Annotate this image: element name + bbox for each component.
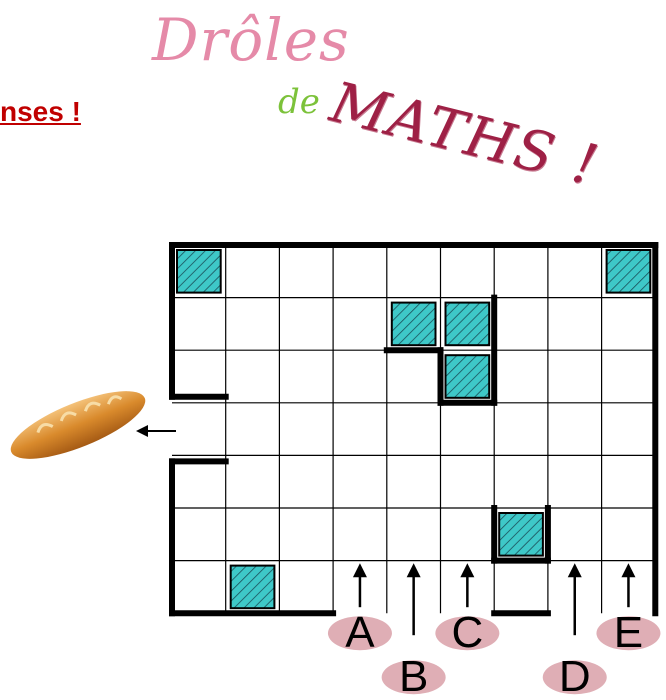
maze-walls [172,245,655,613]
entrance-label-b[interactable]: B [399,652,428,700]
obstacle-cell [499,513,543,556]
baguette-icon [3,378,153,473]
obstacle-cell [177,250,221,293]
obstacle-layer [177,250,650,608]
obstacle-cell [392,303,436,346]
arrow-up-icon [621,563,635,577]
entrance-label-e[interactable]: E [614,608,643,657]
obstacle-cell [446,355,490,398]
arrow-up-icon [353,563,367,577]
entrance-label-a[interactable]: A [345,608,375,657]
obstacle-cell [446,303,490,346]
entrance-label-d[interactable]: D [559,652,591,700]
obstacle-cell [607,250,651,293]
arrow-up-icon [568,563,582,577]
grid-lines [172,245,655,613]
entrance-label-c[interactable]: C [451,608,483,657]
arrow-left-icon [136,425,176,437]
arrow-up-icon [460,563,474,577]
obstacle-cell [231,566,275,609]
arrow-up-icon [407,563,421,577]
